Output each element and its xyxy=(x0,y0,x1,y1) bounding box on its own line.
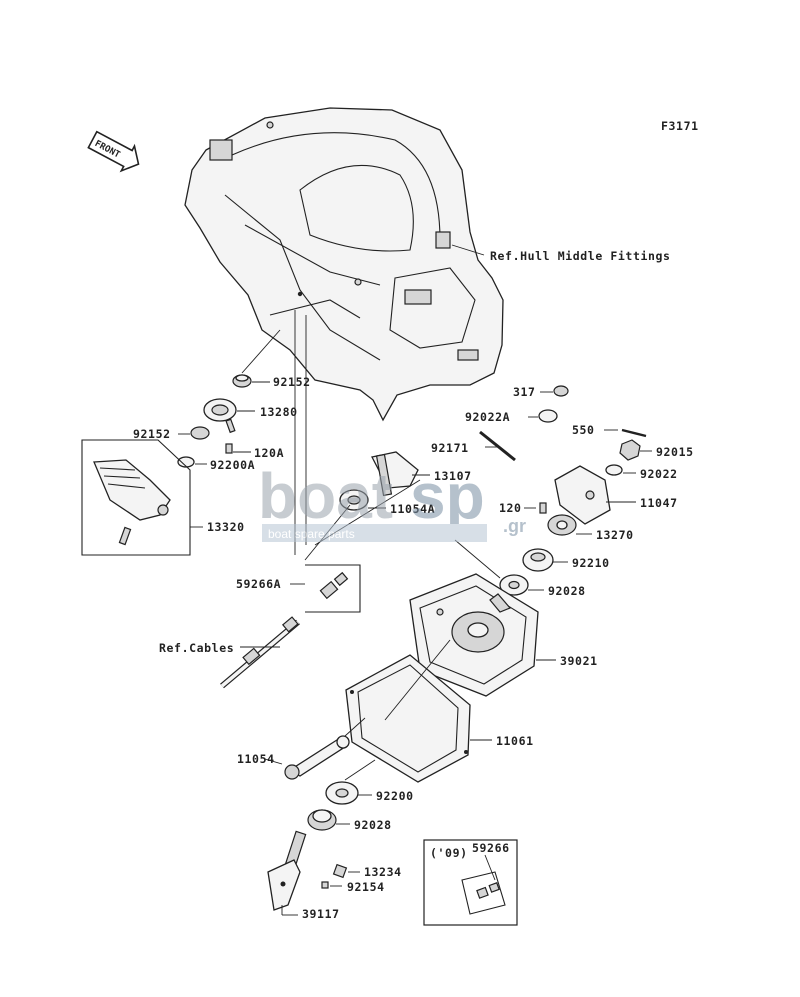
watermark-brand-left: boat xyxy=(258,460,393,532)
watermark-tld: .gr xyxy=(503,516,526,536)
callout-11054A: 11054A xyxy=(390,502,435,516)
callout-92171: 92171 xyxy=(431,441,469,455)
front-arrow-icon: FRONT xyxy=(87,130,140,173)
part-11054 xyxy=(284,735,350,780)
callout-92028-lower: 92028 xyxy=(354,818,392,832)
part-92028-upper xyxy=(499,574,529,596)
part-92028-lower xyxy=(307,809,337,831)
callout-92022A: 92022A xyxy=(465,410,510,424)
part-39117 xyxy=(267,830,307,911)
callout-13270: 13270 xyxy=(596,528,634,542)
callout-120: 120 xyxy=(499,501,522,515)
callout-13320: 13320 xyxy=(207,520,245,534)
callout-39021: 39021 xyxy=(560,654,598,668)
watermark: boat sp .gr boat spare parts xyxy=(258,460,526,542)
callout-92015: 92015 xyxy=(656,445,694,459)
watermark-tagline: boat spare parts xyxy=(268,527,355,541)
callout-11054: 11054 xyxy=(237,752,275,766)
inset-part-number: 59266 xyxy=(472,841,510,855)
part-92152-upper xyxy=(232,374,252,388)
callout-92210: 92210 xyxy=(572,556,610,570)
part-92200 xyxy=(325,781,359,805)
callout-39117: 39117 xyxy=(302,907,340,921)
inset-year: ('09) xyxy=(430,846,468,860)
part-13270 xyxy=(547,514,577,536)
callout-92200A: 92200A xyxy=(210,458,255,472)
callout-13107: 13107 xyxy=(434,469,472,483)
callout-hull-ref: Ref.Hull Middle Fittings xyxy=(490,249,671,263)
inset-59266: ('09) 59266 xyxy=(423,839,518,926)
part-59266A xyxy=(319,571,349,600)
callout-13234: 13234 xyxy=(364,865,402,879)
callout-550: 550 xyxy=(572,423,595,437)
cable xyxy=(220,616,300,689)
callout-92152-left: 92152 xyxy=(133,427,171,441)
callout-92200: 92200 xyxy=(376,789,414,803)
callout-120A: 120A xyxy=(254,446,284,460)
callout-59266A: 59266A xyxy=(236,577,281,591)
part-92210 xyxy=(522,548,554,572)
part-11047 xyxy=(554,465,611,525)
hull-assembly xyxy=(184,107,504,422)
part-11061 xyxy=(345,654,471,783)
callout-92028-upper: 92028 xyxy=(548,584,586,598)
callout-11061: 11061 xyxy=(496,734,534,748)
callout-92154: 92154 xyxy=(347,880,385,894)
callout-13280: 13280 xyxy=(260,405,298,419)
callout-92152-upper: 92152 xyxy=(273,375,311,389)
callout-92022: 92022 xyxy=(640,467,678,481)
callout-317: 317 xyxy=(513,385,536,399)
callout-11047: 11047 xyxy=(640,496,678,510)
diagram-code: F3171 xyxy=(661,119,699,133)
part-13280 xyxy=(203,398,237,434)
part-11054A xyxy=(339,489,369,511)
callout-cables-ref: Ref.Cables xyxy=(159,641,234,655)
watermark-brand-right: sp xyxy=(410,460,485,532)
part-13107 xyxy=(371,451,419,497)
part-39021 xyxy=(409,573,539,697)
part-13320 xyxy=(93,459,171,546)
